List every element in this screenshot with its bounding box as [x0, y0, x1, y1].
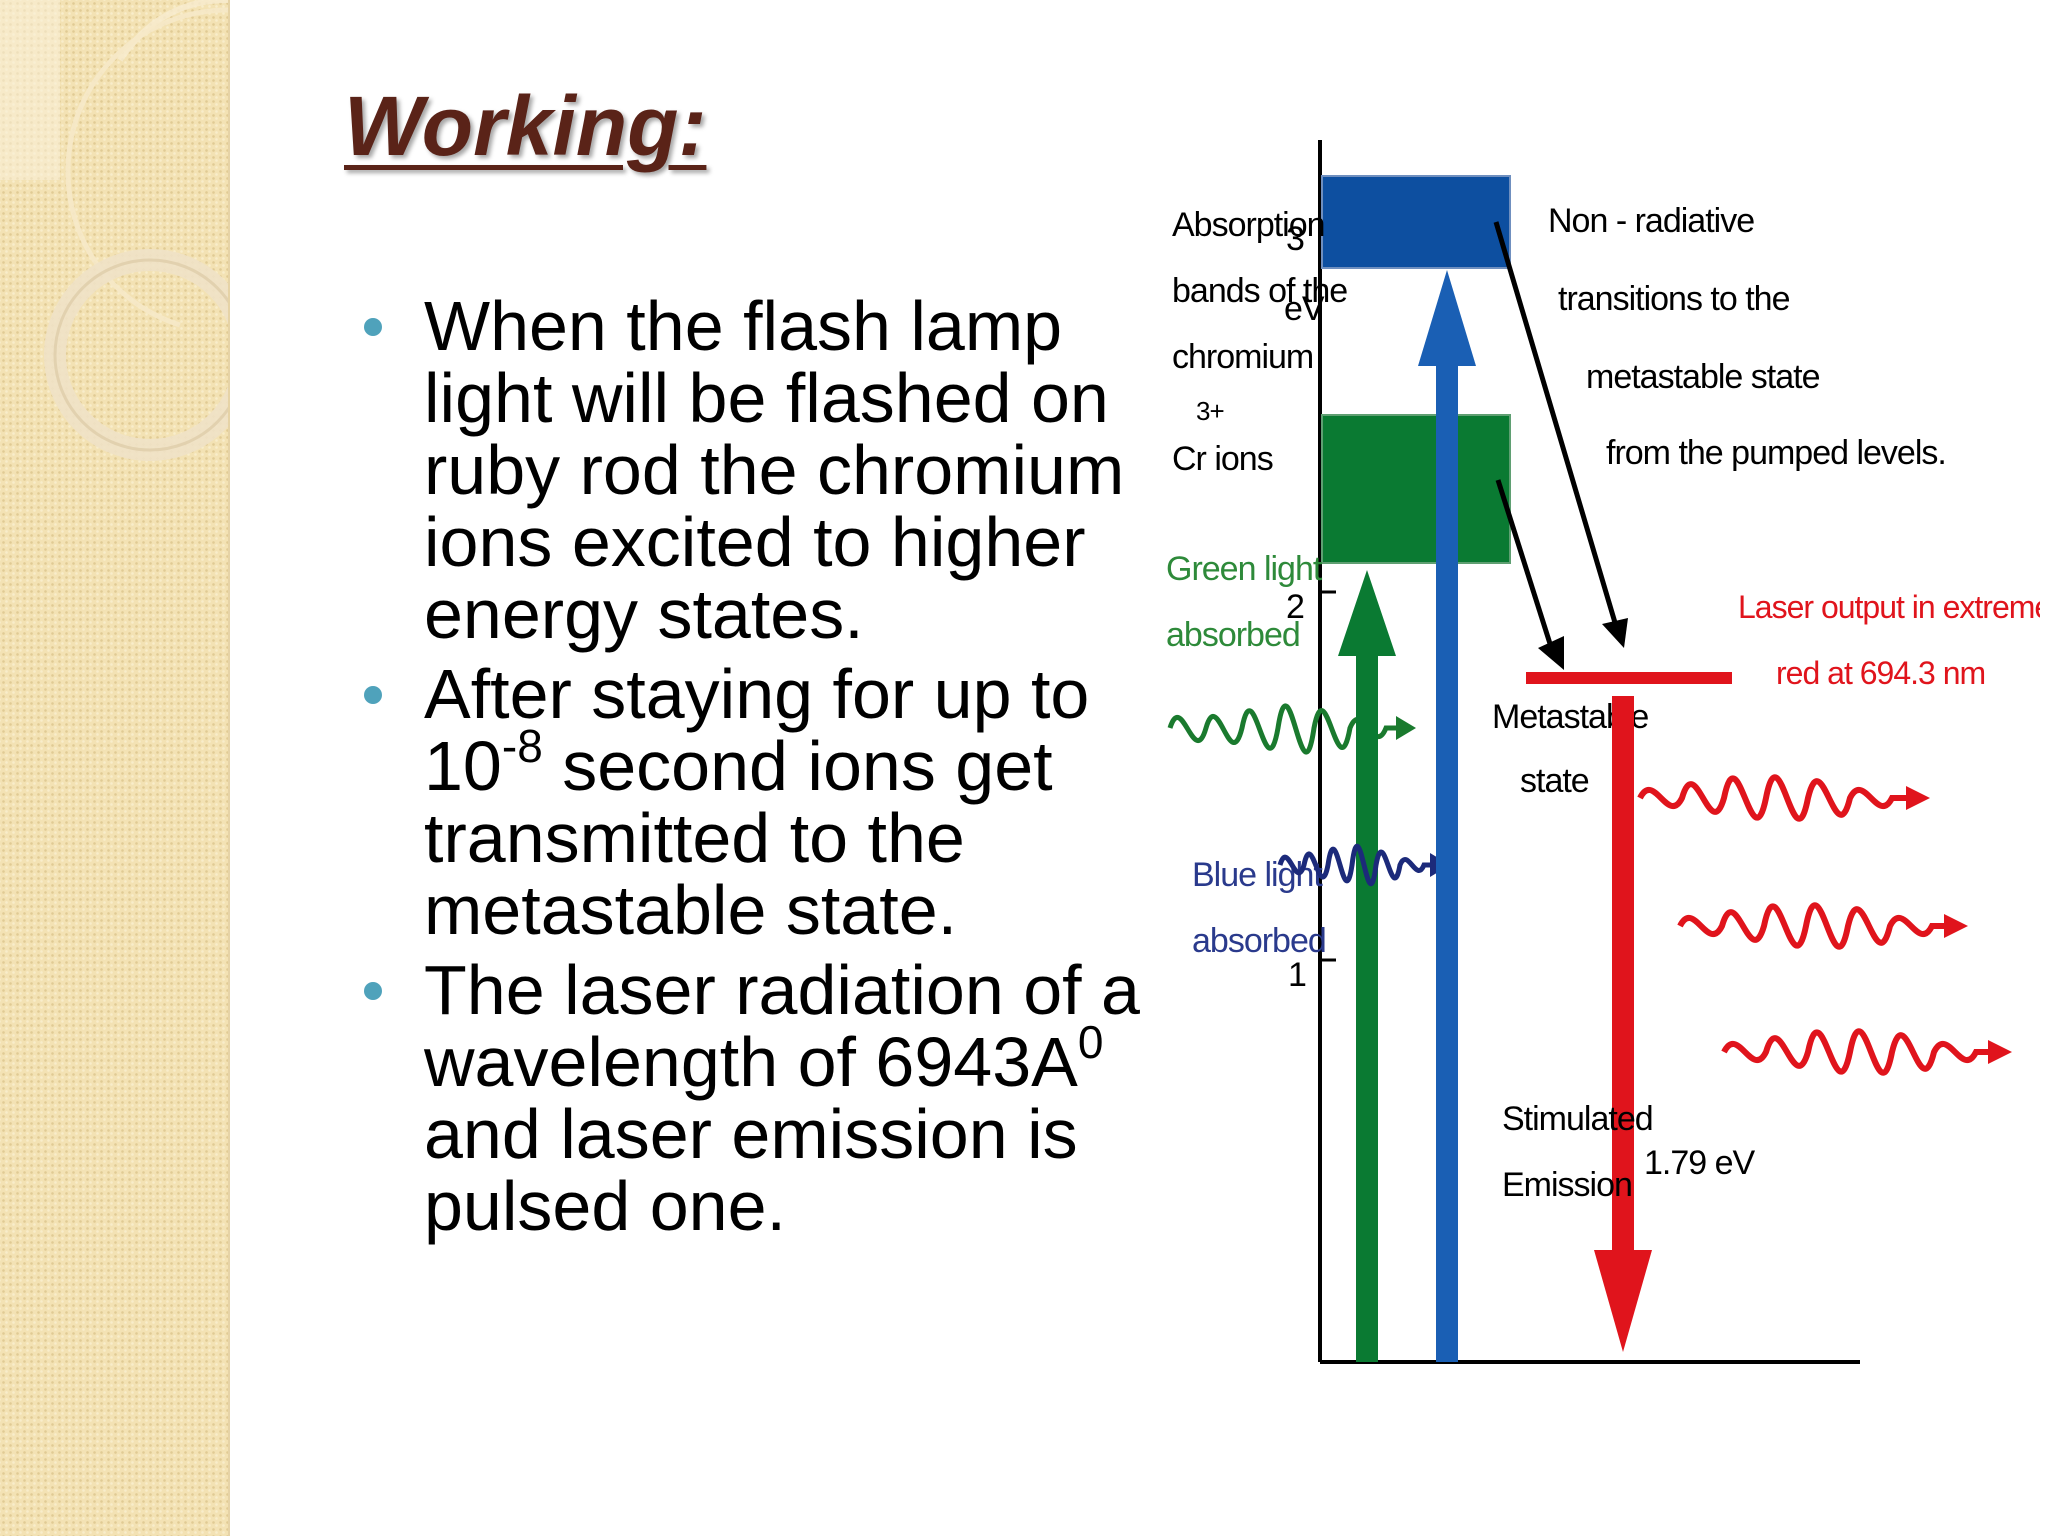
absorption-label-line: bands of the: [1172, 272, 1347, 310]
blue-light-label: absorbed: [1192, 922, 1326, 960]
decorative-side-strip: [0, 0, 230, 1536]
bullet-text: and laser emission is pulsed one.: [424, 1095, 1078, 1245]
stimulated-label-line: Stimulated: [1502, 1100, 1653, 1138]
absorption-band-blue: [1321, 175, 1511, 269]
nonradiative-transition-arrow-blue: [1493, 221, 1619, 627]
laser-wave-arrowhead-icon: [1988, 1040, 2012, 1064]
laser-wave-arrowhead-icon: [1944, 914, 1968, 938]
nonradiative-label-line: Non - radiative: [1548, 202, 1754, 240]
stimulated-emission-arrow-shaft: [1612, 696, 1634, 1252]
slide-title: Working:: [344, 79, 707, 173]
laser-output-wave: [1677, 902, 1968, 950]
green-pump-arrow-shaft: [1356, 650, 1378, 1362]
bullet-superscript: -8: [501, 720, 543, 772]
decorative-rings: [0, 0, 228, 461]
ion-label: Cr ions: [1172, 440, 1273, 478]
laser-output-wave: [1721, 1028, 2012, 1076]
bullet-item: The laser radiation of a wavelength of 6…: [360, 954, 1150, 1242]
level-1-label: 1: [1288, 956, 1306, 994]
level-3-label: 3: [1286, 220, 1304, 258]
laser-output-wave: [1637, 774, 1930, 822]
green-light-label: absorbed: [1166, 616, 1300, 654]
green-light-wave: [1167, 703, 1402, 755]
bullet-text: second ions get transmitted to the metas…: [424, 727, 1053, 949]
level-3-unit-label: eV: [1284, 290, 1325, 328]
bullet-item: After staying for up to 10-8 second ions…: [360, 658, 1150, 946]
bullet-dot-icon: [364, 982, 382, 1000]
nonradiative-arrowhead-icon: [1602, 618, 1628, 648]
bullet-text: When the flash lamp light will be flashe…: [424, 287, 1125, 653]
absorption-label-line: Absorption: [1172, 206, 1325, 244]
blue-light-wave: [1277, 843, 1434, 887]
ruby-laser-energy-diagram: 3 eV 2 1 Absorption bands of the chromiu…: [1166, 140, 2040, 1364]
bullet-text: After staying for up to 10: [424, 655, 1090, 805]
laser-output-label-line: Laser output in extreme: [1738, 589, 2040, 625]
emission-energy-label: 1.79 eV: [1644, 1144, 1756, 1182]
metastable-label-line: state: [1520, 762, 1589, 800]
nonradiative-transition-arrow-green: [1495, 479, 1555, 651]
nonradiative-arrowhead-icon: [1538, 636, 1564, 670]
green-light-label: Green light: [1166, 550, 1323, 588]
bullet-dot-icon: [364, 686, 382, 704]
laser-wave-arrowhead-icon: [1906, 786, 1930, 810]
absorption-band-green: [1321, 414, 1511, 564]
bullet-item: When the flash lamp light will be flashe…: [360, 290, 1150, 650]
nonradiative-label-line: transitions to the: [1558, 280, 1790, 318]
bullet-superscript: 0: [1077, 1016, 1104, 1068]
bullet-list: When the flash lamp light will be flashe…: [360, 290, 1150, 1250]
nonradiative-label-line: metastable state: [1586, 358, 1820, 396]
laser-output-label-line: red at 694.3 nm: [1776, 655, 1985, 691]
blue-pump-arrow-shaft: [1436, 320, 1458, 1362]
green-wave-arrowhead-icon: [1396, 716, 1416, 740]
nonradiative-label-line: from the pumped levels.: [1606, 434, 1946, 472]
green-pump-arrowhead-icon: [1338, 570, 1396, 656]
stimulated-label-line: Emission: [1502, 1166, 1632, 1204]
absorption-label-line: chromium: [1172, 338, 1313, 376]
bullet-dot-icon: [364, 318, 382, 336]
metastable-level-line: [1526, 672, 1732, 684]
bullet-text: The laser radiation of a wavelength of 6…: [424, 951, 1140, 1101]
stimulated-emission-arrowhead-icon: [1594, 1250, 1652, 1352]
ion-superscript: 3+: [1196, 396, 1224, 426]
level-2-label: 2: [1286, 588, 1304, 626]
blue-pump-arrowhead-icon: [1418, 270, 1476, 366]
